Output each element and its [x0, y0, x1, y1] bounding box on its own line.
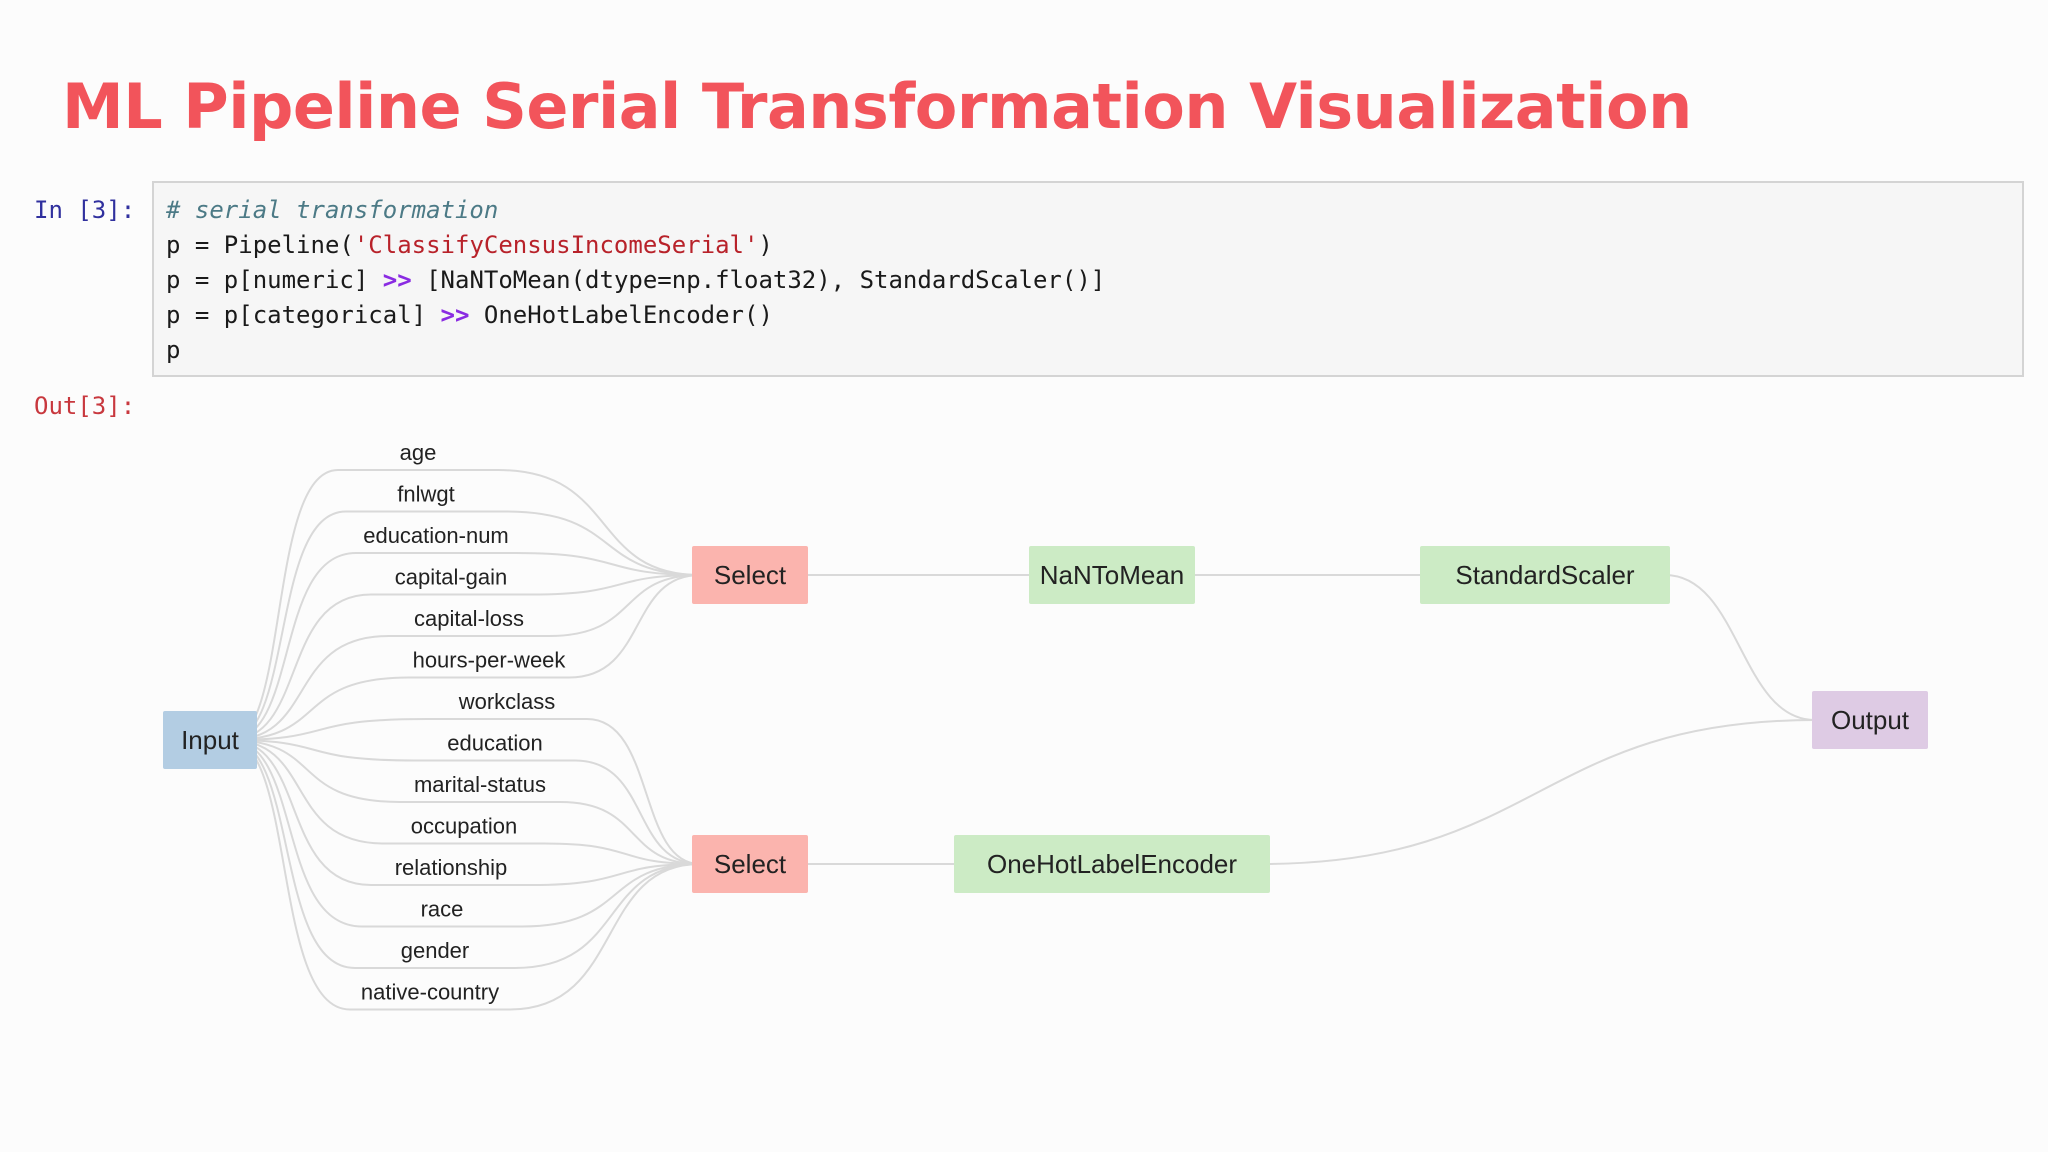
onehotlabelencoder-node-label: OneHotLabelEncoder — [987, 849, 1237, 879]
edge-layer — [229, 469, 1816, 1011]
label-layer: age fnlwgt education-num capital-gain capita… — [361, 440, 567, 1005]
nantomean-node[interactable]: NaNToMean — [1029, 546, 1195, 604]
select-node[interactable]: Select — [692, 835, 808, 893]
feature-edge — [229, 739, 701, 865]
standardscaler-node-box — [1420, 546, 1670, 604]
feature-edge — [229, 574, 701, 741]
feature-label: relationship — [395, 855, 508, 880]
code-token: [NaNToMean(dtype=np.float32), StandardSc… — [411, 266, 1106, 294]
code-token: # serial transformation — [166, 196, 499, 224]
feature-edge — [229, 552, 701, 741]
feature-label: native-country — [361, 980, 499, 1005]
feature-edge — [229, 469, 701, 741]
feature-label: capital-gain — [395, 565, 508, 590]
feature-label: gender — [401, 938, 470, 963]
feature-edge — [229, 739, 701, 1011]
code-token: >> — [440, 301, 470, 329]
feature-edge — [229, 574, 701, 741]
feature-edge — [229, 574, 701, 741]
output-prompt: Out[3]: — [34, 392, 136, 420]
select-node-box — [692, 546, 808, 604]
feature-label: occupation — [411, 814, 517, 839]
output-node[interactable]: Output — [1812, 691, 1928, 749]
feature-label: marital-status — [414, 772, 546, 797]
code-token: p = Pipeline( — [166, 231, 354, 259]
feature-edge — [229, 739, 701, 886]
feature-label: capital-loss — [414, 606, 524, 631]
code-line: p = p[numeric] >> [NaNToMean(dtype=np.fl… — [166, 263, 2010, 298]
feature-edge — [229, 739, 701, 865]
onehotlabelencoder-node-box — [954, 835, 1270, 893]
code-cell[interactable]: # serial transformation p = Pipeline('Cla… — [152, 181, 2024, 377]
code-token: >> — [382, 266, 412, 294]
feature-label: race — [421, 897, 464, 922]
output-node-box — [1812, 691, 1928, 749]
feature-label: education — [447, 731, 542, 756]
slide-title: ML Pipeline Serial Transformation Visual… — [62, 70, 1692, 143]
feature-edge — [229, 739, 701, 969]
nantomean-node-label: NaNToMean — [1040, 560, 1185, 590]
select-node-label: Select — [714, 849, 787, 879]
input-node-box — [163, 711, 257, 769]
output-node-label: Output — [1831, 705, 1910, 735]
feature-edge — [229, 739, 701, 865]
code-token: p = p[numeric] — [166, 266, 383, 294]
input-node[interactable]: Input — [163, 711, 257, 769]
feature-label: age — [400, 440, 437, 465]
feature-label: workclass — [458, 689, 556, 714]
graph-edge — [1261, 719, 1816, 865]
feature-label: hours-per-week — [413, 648, 567, 673]
onehotlabelencoder-node[interactable]: OneHotLabelEncoder — [954, 835, 1270, 893]
standardscaler-node-label: StandardScaler — [1455, 560, 1635, 590]
code-token: OneHotLabelEncoder() — [469, 301, 773, 329]
input-prompt: In [3]: — [34, 196, 136, 224]
feature-edge — [229, 739, 701, 928]
code-line: p — [166, 333, 2010, 368]
feature-edge — [229, 718, 701, 865]
code-line: # serial transformation — [166, 193, 2010, 228]
feature-label: fnlwgt — [397, 482, 454, 507]
standardscaler-node[interactable]: StandardScaler — [1420, 546, 1670, 604]
feature-edge — [229, 510, 701, 741]
select-node[interactable]: Select — [692, 546, 808, 604]
code-token: ) — [758, 231, 773, 259]
feature-label: education-num — [363, 523, 509, 548]
nantomean-node-box — [1029, 546, 1195, 604]
input-node-label: Input — [181, 725, 240, 755]
select-node-box — [692, 835, 808, 893]
code-line: p = Pipeline('ClassifyCensusIncomeSerial… — [166, 228, 2010, 263]
graph-edge — [1664, 574, 1816, 721]
code-token: p — [166, 336, 181, 364]
code-token: 'ClassifyCensusIncomeSerial' — [353, 231, 759, 259]
code-token: p = p[categorical] — [166, 301, 441, 329]
select-node-label: Select — [714, 560, 787, 590]
code-line: p = p[categorical] >> OneHotLabelEncoder… — [166, 298, 2010, 333]
